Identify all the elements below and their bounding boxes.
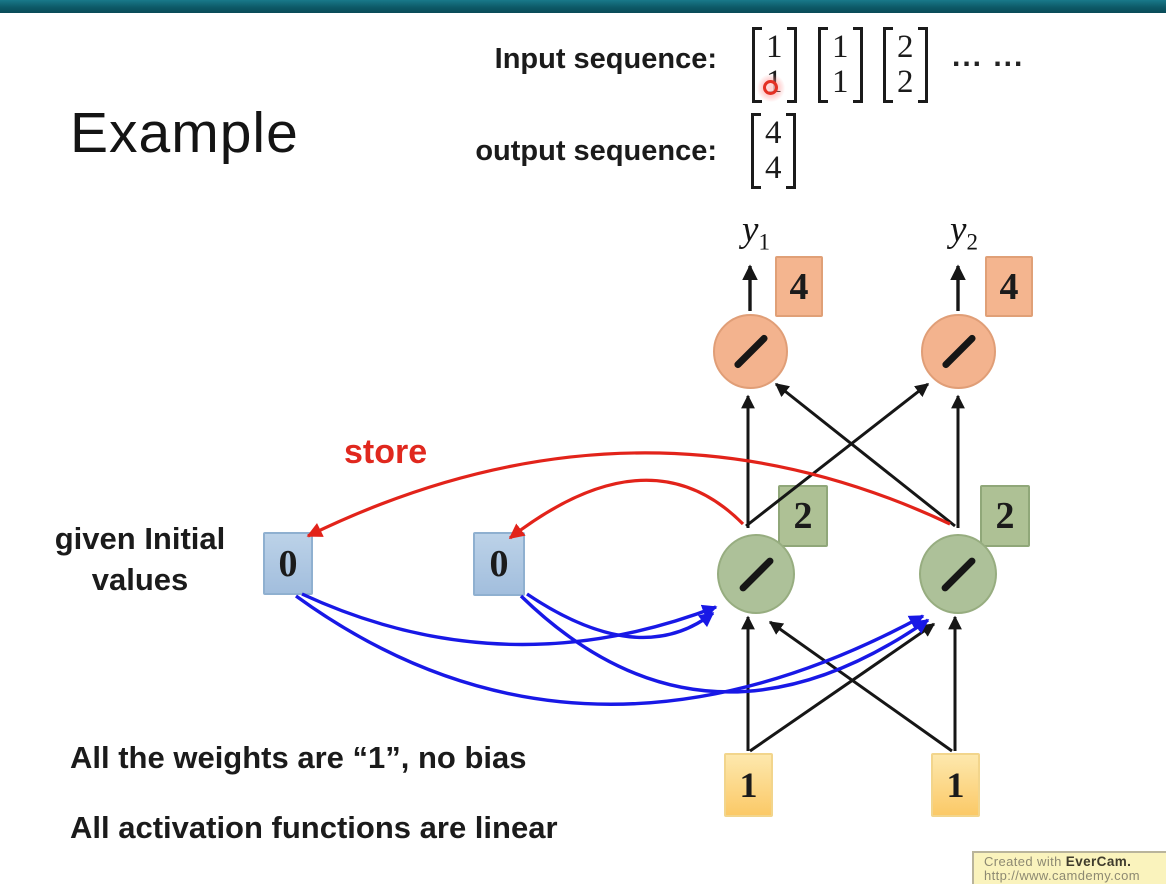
input-value-box-1: 1 <box>724 753 773 817</box>
output-value-2: 4 <box>999 265 1019 308</box>
ellipsis: ... ... <box>952 40 1025 73</box>
bracket-right <box>785 113 796 189</box>
y2-base: y <box>950 209 967 250</box>
output-neuron-1 <box>713 314 788 389</box>
memory-value-2: 0 <box>489 543 509 585</box>
bracket-right <box>786 27 797 103</box>
bracket-left <box>752 27 762 103</box>
hidden-value-box-1: 2 <box>778 485 828 547</box>
bracket-left <box>751 113 761 189</box>
bracket-left <box>883 27 893 103</box>
hidden-neuron-2 <box>919 534 997 614</box>
output-label-y1: y1 <box>716 208 796 255</box>
output-value-box-2: 4 <box>985 256 1033 317</box>
output-matrix: 4 4 <box>751 113 796 189</box>
laser-pointer-dot <box>763 80 778 95</box>
matrix-cell: 2 <box>897 64 914 100</box>
matrix-cell: 1 <box>832 29 849 65</box>
memory-arrow-m1-h2 <box>295 594 925 706</box>
y1-sub: 1 <box>758 229 770 255</box>
linear-activation-icon <box>939 555 977 593</box>
input-sequence-label: Input sequence: <box>494 43 717 75</box>
memory-cell-2: 0 <box>473 532 525 596</box>
bracket-left <box>818 27 828 103</box>
output-sequence-label: output sequence: <box>475 135 717 167</box>
input-matrix-2: 1 1 <box>818 27 863 103</box>
output-value-1: 4 <box>789 265 809 308</box>
linear-activation-icon <box>737 555 775 593</box>
bracket-right <box>852 27 863 103</box>
y1-base: y <box>742 209 759 250</box>
input-value-box-2: 1 <box>931 753 980 817</box>
matrix-cell: 2 <box>897 29 914 65</box>
weight-arrow-h1-o2 <box>745 382 930 528</box>
hidden-neuron-1 <box>717 534 795 614</box>
bracket-right <box>917 27 928 103</box>
y2-sub: 2 <box>966 229 978 255</box>
matrix-cell: 4 <box>765 150 782 186</box>
hidden-value-1: 2 <box>793 495 813 537</box>
evercam-watermark: Created with EverCam. http://www.camdemy… <box>972 851 1166 884</box>
output-label-y2: y2 <box>924 208 1004 255</box>
weight-arrow-x2-h1 <box>768 620 953 753</box>
watermark-url: http://www.camdemy.com <box>984 868 1140 883</box>
slide-title: Example <box>70 101 299 165</box>
top-teal-bar <box>0 0 1166 13</box>
input-matrix-3: 2 2 <box>883 27 928 103</box>
watermark-brand: EverCam. <box>1065 854 1132 869</box>
store-arrow-h1-m2 <box>508 478 745 540</box>
hidden-value-2: 2 <box>995 495 1015 537</box>
hidden-value-box-2: 2 <box>980 485 1030 547</box>
memory-arrow-m2-h2 <box>519 594 930 694</box>
memory-value-1: 0 <box>278 542 298 585</box>
initial-caption-line1: given Initial <box>54 521 226 556</box>
watermark-prefix: Created with <box>984 854 1066 869</box>
store-label: store <box>344 433 428 471</box>
note-weights: All the weights are “1”, no bias <box>70 740 527 775</box>
input-value-1: 1 <box>739 765 758 805</box>
weight-arrow-x1-h2 <box>749 622 936 753</box>
linear-activation-icon <box>940 333 977 370</box>
memory-cell-1: 0 <box>263 532 313 595</box>
matrix-cell: 1 <box>832 64 849 100</box>
watermark-line1: Created with EverCam. <box>984 855 1160 869</box>
memory-arrow-m1-h1 <box>301 592 718 647</box>
note-activations: All activation functions are linear <box>70 810 558 845</box>
linear-activation-icon <box>732 333 769 370</box>
input-value-2: 1 <box>946 765 965 805</box>
output-neuron-2 <box>921 314 996 389</box>
matrix-cell: 1 <box>766 29 783 65</box>
matrix-cell: 4 <box>765 115 782 151</box>
initial-caption-line2: values <box>91 562 189 597</box>
memory-arrow-m2-h1 <box>526 592 715 640</box>
initial-values-caption: given Initial values <box>28 518 252 600</box>
output-value-box-1: 4 <box>775 256 823 317</box>
